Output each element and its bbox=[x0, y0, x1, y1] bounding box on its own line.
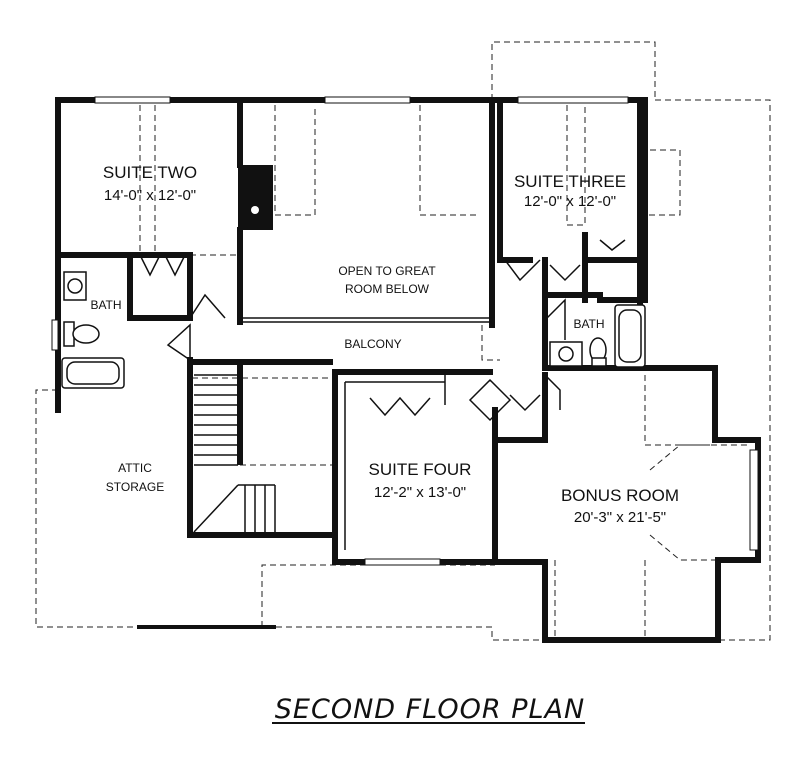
bath-left-label: BATH bbox=[90, 298, 121, 312]
suite-three-label: SUITE THREE bbox=[514, 172, 626, 191]
suite-four-dimensions: 12'-2" x 13'-0" bbox=[374, 484, 466, 501]
balcony-label: BALCONY bbox=[344, 337, 401, 351]
open-to-great-room-label-line2: ROOM BELOW bbox=[345, 282, 430, 296]
walls bbox=[55, 97, 761, 643]
attic-storage-label-line2: STORAGE bbox=[106, 480, 164, 494]
doors bbox=[139, 239, 626, 422]
attic-storage-label-line1: ATTIC bbox=[118, 461, 152, 475]
bonus-room-dimensions: 20'-3" x 21'-5" bbox=[574, 509, 666, 526]
open-to-great-room-label-line1: OPEN TO GREAT bbox=[338, 264, 436, 278]
chimney bbox=[238, 165, 273, 230]
plan-title: SECOND FLOOR PLAN bbox=[275, 694, 585, 725]
staircase bbox=[193, 374, 276, 533]
suite-three-dimensions: 12'-0" x 12'-0" bbox=[524, 193, 616, 210]
bonus-room-label: BONUS ROOM bbox=[561, 486, 679, 505]
bath-right-label: BATH bbox=[573, 317, 604, 331]
suite-two-dimensions: 14'-0" x 12'-0" bbox=[104, 187, 196, 204]
roof-outline-dashed bbox=[35, 41, 771, 641]
windows bbox=[51, 96, 759, 566]
bath-fixtures bbox=[61, 271, 646, 389]
suite-two-label: SUITE TWO bbox=[103, 163, 197, 182]
suite-four-label: SUITE FOUR bbox=[369, 460, 472, 479]
